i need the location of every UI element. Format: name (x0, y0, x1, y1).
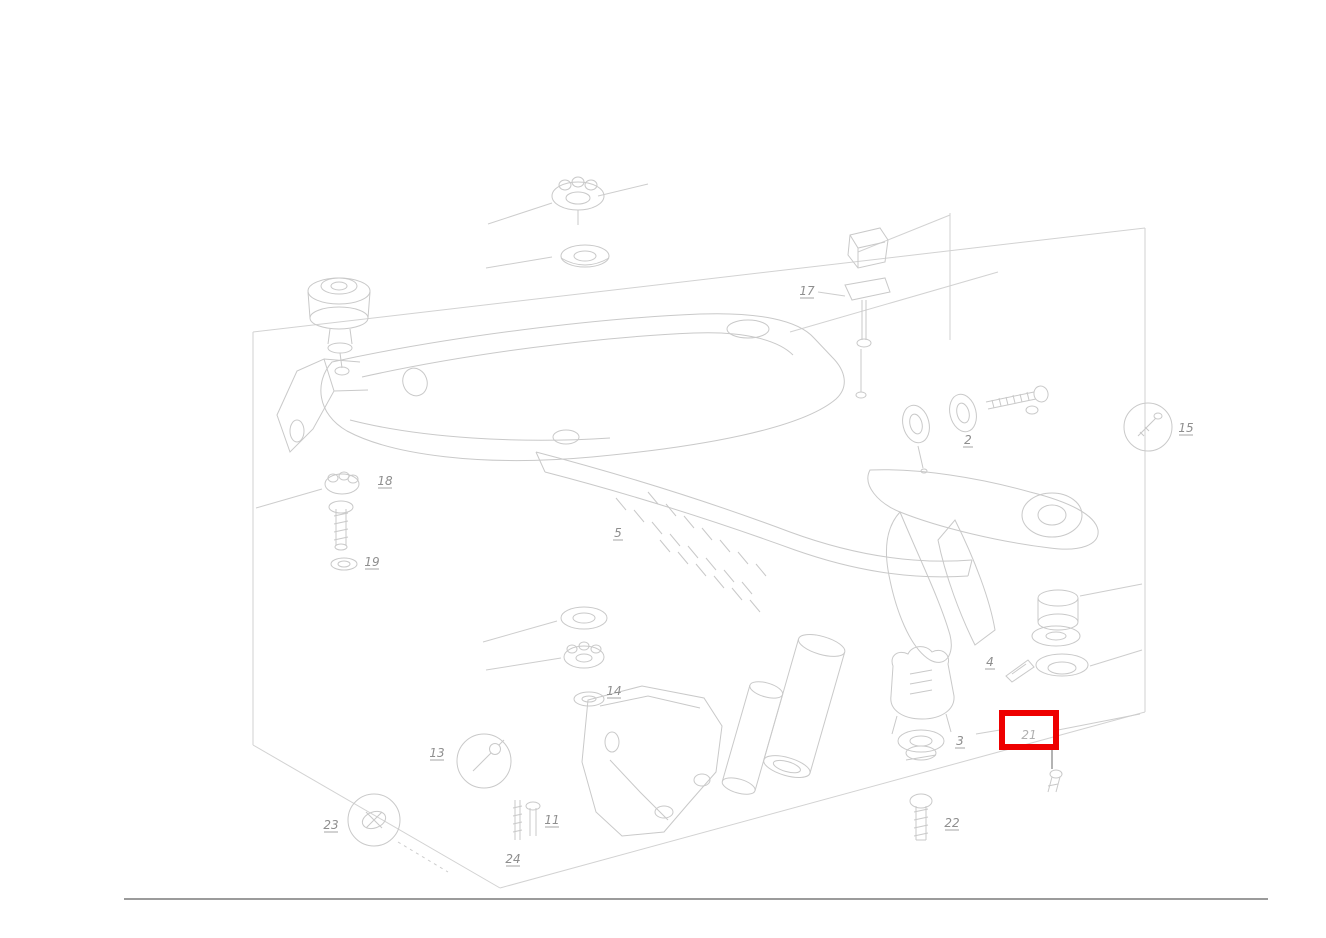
part-left-nut-bolt (324, 471, 360, 571)
svg-text:13: 13 (429, 746, 444, 760)
svg-text:23: 23 (323, 818, 338, 832)
svg-text:4: 4 (986, 655, 994, 669)
part-stabilizer-clamp (890, 646, 955, 761)
part-label-23[interactable]: 23 (323, 818, 339, 833)
bolt-circle-icon (1123, 402, 1173, 452)
highlight-part-21[interactable]: 21 (999, 710, 1059, 750)
part-control-arm (867, 469, 1099, 663)
part-label-14[interactable]: 14 (606, 684, 622, 699)
part-lower-rail (535, 451, 973, 613)
part-subframe-crossmember (320, 313, 845, 462)
part-label-24[interactable]: 24 (505, 852, 521, 867)
part-bottom-bracket (581, 685, 723, 837)
part-label-18[interactable]: 18 (377, 474, 393, 489)
part-top-nut-washer (551, 176, 610, 268)
part-label-2[interactable]: 2 (963, 433, 973, 448)
leader-lines (255, 183, 1143, 873)
svg-text:15: 15 (1178, 421, 1193, 435)
part-label-17[interactable]: 17 (799, 284, 815, 299)
part-center-washer-stack (560, 606, 608, 707)
svg-text:17: 17 (799, 284, 815, 298)
highlight-box (999, 710, 1059, 750)
part-left-bracket (276, 358, 369, 453)
part-label-11[interactable]: 11 (544, 813, 560, 828)
svg-text:14: 14 (606, 684, 621, 698)
part-bushing-rings (902, 385, 1049, 474)
svg-text:2: 2 (964, 433, 972, 447)
svg-text:5: 5 (614, 526, 622, 540)
diagram-boundary (252, 213, 1146, 889)
part-bolt-11 (512, 800, 541, 840)
part-labels: 17 15 2 4 5 14 13 23 (323, 284, 1194, 867)
svg-text:24: 24 (505, 852, 520, 866)
part-small-screw-21 (1047, 747, 1063, 793)
part-label-3[interactable]: 3 (955, 734, 965, 749)
svg-text:19: 19 (364, 555, 379, 569)
part-label-22[interactable]: 22 (944, 816, 960, 831)
part-label-5[interactable]: 5 (613, 526, 623, 541)
part-bolt-22 (909, 793, 933, 841)
part-label-19[interactable]: 19 (364, 555, 380, 570)
part-label-13[interactable]: 13 (429, 746, 445, 761)
part-label-15[interactable]: 15 (1178, 421, 1194, 436)
svg-text:18: 18 (377, 474, 393, 488)
part-left-mount (307, 277, 371, 376)
wrench-circle-icon (456, 733, 512, 789)
part-engine-mount-bracket (844, 227, 891, 399)
svg-text:22: 22 (944, 816, 959, 830)
part-label-21: 21 (1021, 728, 1036, 742)
footer-divider (124, 898, 1268, 900)
part-label-4[interactable]: 4 (985, 655, 995, 670)
svg-text:11: 11 (544, 813, 559, 827)
part-right-bushing-stack (1005, 589, 1089, 683)
svg-text:3: 3 (956, 734, 964, 748)
part-strut (721, 634, 846, 795)
cross-bolt-circle-icon (347, 793, 401, 847)
